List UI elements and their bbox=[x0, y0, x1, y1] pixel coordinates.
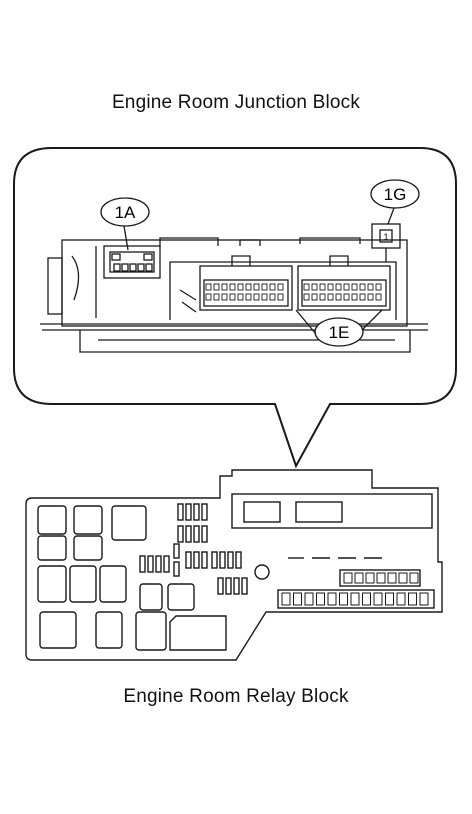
connector-pin bbox=[229, 283, 236, 291]
connector-pin bbox=[375, 293, 382, 301]
connector-pin bbox=[205, 283, 212, 291]
mini-fuse bbox=[387, 572, 397, 584]
mini-fuse bbox=[385, 592, 394, 606]
connector-pin bbox=[253, 293, 260, 301]
connector-pin bbox=[213, 293, 220, 301]
connector-pin bbox=[327, 293, 334, 301]
connector-pin bbox=[277, 293, 284, 301]
mini-fuse bbox=[316, 592, 325, 606]
mini-fuse bbox=[304, 592, 314, 606]
mini-fuse bbox=[398, 572, 408, 584]
connector-pin bbox=[311, 293, 318, 301]
connector-pin bbox=[237, 293, 244, 301]
connector-pin bbox=[359, 293, 366, 301]
connector-pin bbox=[221, 293, 228, 301]
connector-pin bbox=[277, 283, 284, 291]
mini-fuse bbox=[354, 572, 364, 584]
connector-1G-pin-number: 1 bbox=[383, 232, 388, 242]
connector-pin bbox=[367, 293, 374, 301]
connector-pin bbox=[261, 283, 268, 291]
connector-pin bbox=[319, 283, 326, 291]
connector-pin bbox=[303, 293, 310, 301]
mini-fuse bbox=[409, 572, 419, 584]
connector-pin bbox=[327, 283, 334, 291]
mini-fuse bbox=[343, 572, 353, 584]
mini-fuse bbox=[339, 592, 348, 606]
connector-pin bbox=[205, 293, 212, 301]
connector-pin bbox=[335, 293, 342, 301]
connector-label-1G: 1G bbox=[384, 185, 407, 204]
connector-pin bbox=[245, 293, 252, 301]
connector-1E-pins bbox=[205, 283, 382, 301]
connector-pin bbox=[261, 293, 268, 301]
connector-pin bbox=[221, 283, 228, 291]
mini-fuse bbox=[376, 572, 386, 584]
connector-label-1E: 1E bbox=[329, 323, 350, 342]
callout-bubble bbox=[13, 147, 457, 469]
connector-pin bbox=[253, 283, 260, 291]
mini-fuse bbox=[396, 592, 406, 606]
connector-pin bbox=[351, 293, 358, 301]
callout-1G bbox=[370, 179, 420, 209]
connector-pin bbox=[269, 293, 276, 301]
mini-fuse bbox=[350, 592, 360, 606]
connector-label-1A: 1A bbox=[115, 203, 136, 222]
mini-fuse bbox=[362, 592, 371, 606]
mini-fuse bbox=[408, 592, 417, 606]
callout-1A bbox=[100, 197, 150, 227]
connector-pin bbox=[319, 293, 326, 301]
relay-block-mini-fuses bbox=[281, 572, 429, 606]
connector-pin bbox=[375, 283, 382, 291]
connector-pin bbox=[303, 283, 310, 291]
junction-block-drawing bbox=[40, 179, 428, 353]
connector-pin bbox=[245, 283, 252, 291]
connector-pin bbox=[269, 283, 276, 291]
connector-pin bbox=[335, 283, 342, 291]
connector-pin bbox=[213, 283, 220, 291]
connector-pin bbox=[343, 293, 350, 301]
connector-pin bbox=[229, 293, 236, 301]
mini-fuse bbox=[419, 592, 429, 606]
connector-pin bbox=[367, 283, 374, 291]
relay-block-drawing bbox=[25, 469, 443, 661]
connector-pin bbox=[351, 283, 358, 291]
relay-block-title: Engine Room Relay Block bbox=[123, 686, 349, 707]
mini-fuse bbox=[281, 592, 291, 606]
mini-fuse bbox=[373, 592, 383, 606]
mini-fuse bbox=[293, 592, 302, 606]
connector-pin bbox=[359, 283, 366, 291]
connector-pin bbox=[343, 283, 350, 291]
connector-pin bbox=[237, 283, 244, 291]
connector-pin bbox=[311, 283, 318, 291]
mini-fuse bbox=[327, 592, 337, 606]
junction-block-title: Engine Room Junction Block bbox=[111, 92, 361, 113]
mini-fuse bbox=[365, 572, 375, 584]
